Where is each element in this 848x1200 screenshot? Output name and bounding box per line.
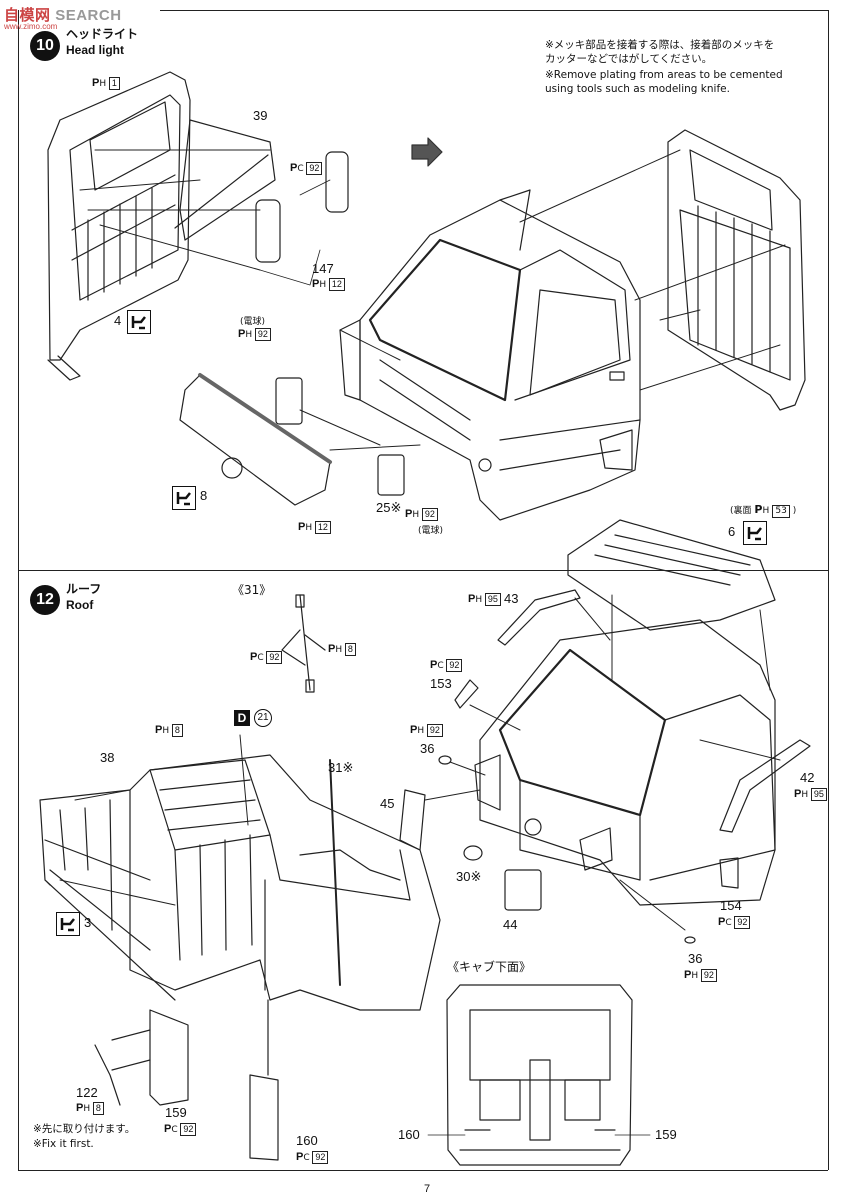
ref-ph-95-42: PH 95 [794, 788, 827, 801]
plating-note-en: ※Remove plating from areas to be cemente… [545, 69, 783, 95]
cab-main [339, 189, 641, 521]
part-160-b: 160 [398, 1127, 420, 1142]
glue-icon-6 [743, 521, 767, 545]
step-10-title-en: Head light [66, 43, 125, 57]
glue-icon-3 [56, 912, 80, 936]
page-number: 7 [424, 1183, 431, 1195]
bulb-label-b: (電球) [418, 526, 444, 536]
strut-31 [281, 594, 326, 693]
step-12-title-en: Roof [66, 598, 94, 612]
fix-first-note-en: ※Fix it first. [33, 1138, 94, 1150]
arrows-step12 [59, 594, 781, 931]
plating-note-jp: ※メッキ部品を接着する際は、接着部のメッキを カッターなどではがしてください。 [545, 39, 775, 65]
cab-underside [446, 984, 633, 1166]
direction-arrow [411, 137, 443, 167]
section-divider [18, 570, 828, 571]
part-36-a: 36 [420, 741, 435, 756]
ref-ph-8-a: PH 8 [155, 724, 183, 737]
ref-ph-8-122: PH 8 [76, 1102, 104, 1115]
part-6: 6 [728, 524, 736, 539]
part-160-a: 160 [296, 1133, 318, 1148]
ref-pc-92-lights: PC 92 [290, 162, 323, 175]
part-159-b: 159 [655, 1127, 677, 1142]
small-parts [399, 679, 739, 944]
reverse-side-label: (裏面 PH 53 ) [730, 503, 797, 518]
d-runner-badge: D [234, 710, 250, 726]
step-12-title-jp: ルーフ [66, 582, 102, 596]
ref-ph-12-lights: PH 12 [312, 278, 345, 291]
step-12-badge: 12 [30, 585, 60, 615]
cab-front-assembly [474, 619, 776, 906]
cab-bottom-title: 《キャブ下面》 [447, 960, 532, 974]
headlight-92 [275, 377, 405, 496]
ref-pc-92-160: PC 92 [296, 1151, 329, 1164]
frame-38 [39, 789, 176, 1001]
part-154: 154 [720, 898, 742, 913]
bulb-label-a: (電球) [240, 317, 266, 327]
trim-43-42 [497, 589, 811, 833]
ref-pc-92-159: PC 92 [164, 1123, 197, 1136]
ref-ph-1: PH 1 [92, 77, 120, 90]
part-31: 31※ [328, 760, 354, 775]
glue-icon-8 [172, 486, 196, 510]
panel-159 [94, 1009, 189, 1106]
part-147: 147 [312, 261, 334, 276]
ref-ph-92-a: PH 92 [238, 328, 271, 341]
part-45: 45 [380, 796, 395, 811]
part-43: 43 [504, 591, 519, 606]
part-30: 30※ [456, 869, 482, 884]
glue-icon-4 [127, 310, 151, 334]
frame-right [828, 10, 829, 1170]
part-39: 39 [253, 108, 268, 123]
arrows-step10-right [299, 149, 786, 451]
ref-ph-92-36b: PH 92 [684, 969, 717, 982]
d-runner-21: 21 [254, 709, 272, 727]
part-44: 44 [503, 917, 518, 932]
ref-ph-92-36: PH 92 [410, 724, 443, 737]
part-36-b: 36 [688, 951, 703, 966]
grille-8 [179, 373, 332, 506]
ref-ph-12-grille: PH 12 [298, 521, 331, 534]
ref-ph-8-31: PH 8 [328, 643, 356, 656]
ref-ph-95-43: PH 95 [468, 593, 501, 606]
part-122: 122 [76, 1085, 98, 1100]
roof-6 [567, 519, 776, 631]
frame-top [160, 10, 828, 11]
back-panel-right [667, 129, 806, 411]
step-10-badge: 10 [30, 31, 60, 61]
leader-lines [259, 179, 651, 1136]
step-10-title-jp: ヘッドライト [66, 27, 139, 41]
strut-31-title: 《31》 [232, 583, 272, 597]
part-159-a: 159 [165, 1105, 187, 1120]
panel-160 [249, 999, 279, 1161]
watermark-url: www.zimo.com [4, 22, 58, 31]
watermark-logo: 自模网 SEARCH [4, 7, 122, 24]
cab-roof-assembly [129, 754, 441, 1011]
part-8: 8 [200, 488, 208, 503]
back-panel-left [47, 71, 191, 381]
ref-ph-92-b: PH 92 [405, 508, 438, 521]
fix-first-note-jp: ※先に取り付けます。 [33, 1123, 136, 1135]
ref-pc-92-31: PC 92 [250, 651, 283, 664]
frame-bottom [18, 1170, 828, 1171]
frame-left [18, 10, 19, 1170]
part-38: 38 [100, 750, 115, 765]
part-25: 25※ [376, 500, 402, 515]
part-3: 3 [84, 915, 92, 930]
ref-pc-92-153: PC 92 [430, 659, 463, 672]
part-153: 153 [430, 676, 452, 691]
part-4: 4 [114, 313, 122, 328]
part-42: 42 [800, 770, 815, 785]
arrows-step10-left [79, 149, 271, 271]
ref-pc-92-154: PC 92 [718, 916, 751, 929]
